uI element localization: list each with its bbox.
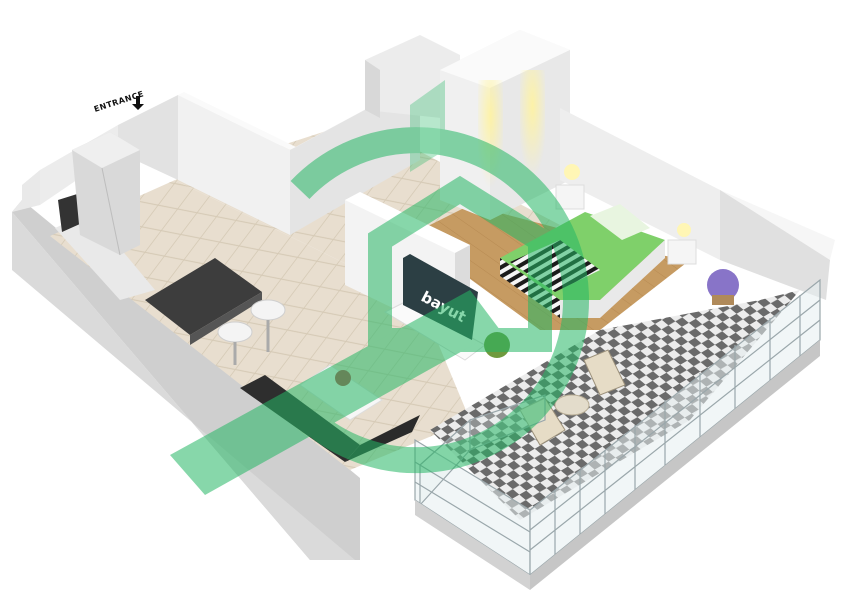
nightstand xyxy=(667,239,697,265)
refrigerator xyxy=(72,132,140,255)
stool xyxy=(250,299,286,321)
nightstand xyxy=(555,184,585,210)
balcony-floor xyxy=(430,290,800,520)
house-mark-icon xyxy=(170,80,590,495)
lamp xyxy=(677,223,691,237)
flower-pot xyxy=(707,269,739,301)
bistro-table xyxy=(554,394,590,416)
entrance-marker: ENTRANCE xyxy=(93,89,145,114)
kitchen xyxy=(55,132,286,365)
dining-table xyxy=(145,258,262,335)
pillows xyxy=(590,204,650,240)
balcony-slab-edge xyxy=(415,500,530,590)
lamp xyxy=(564,164,580,180)
outer-walls xyxy=(12,170,360,560)
arrow-down-icon xyxy=(132,96,144,110)
balcony-chair xyxy=(583,349,626,396)
stool xyxy=(217,321,253,343)
